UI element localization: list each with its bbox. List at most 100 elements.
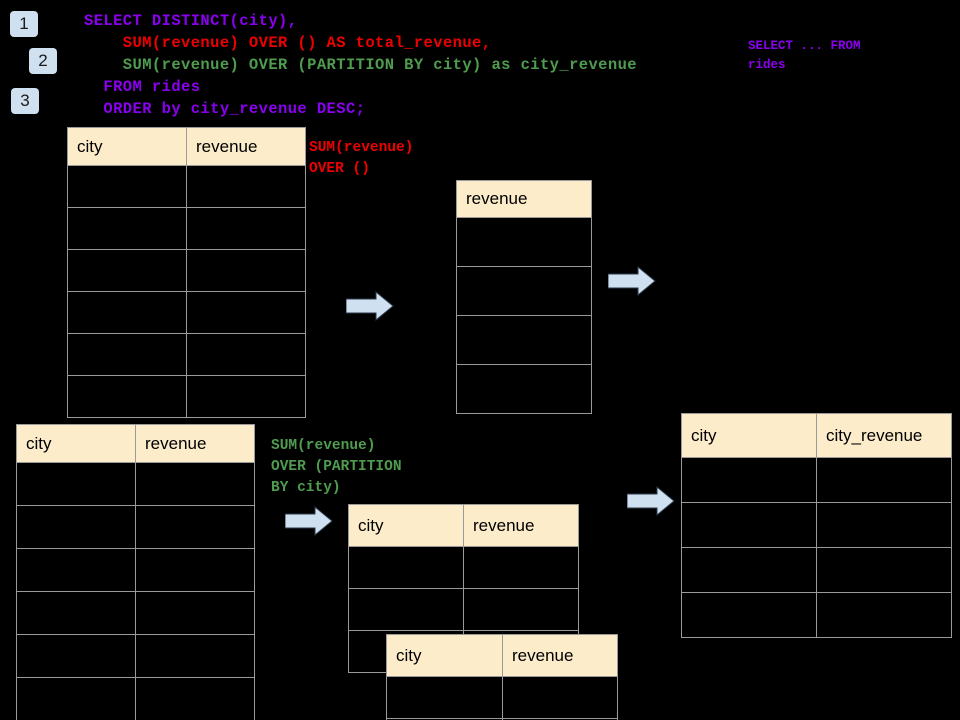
table-cell [816,457,952,503]
sql-line-sum-over-empty: SUM(revenue) OVER () AS total_revenue, [84,34,492,52]
table-header-row: city revenue [16,424,255,463]
table-row [681,547,952,593]
table-cell [816,547,952,593]
annotation-sum-over-partition: SUM(revenue) OVER (PARTITION BY city) [271,438,402,496]
table-body [456,217,592,414]
table-cell [456,364,592,414]
step-badge-1: 1 [10,11,38,37]
table-row [681,502,952,548]
table-row [348,588,579,631]
table-row [67,375,306,418]
table-cell [186,249,306,292]
table-row [67,291,306,334]
table-row [67,333,306,376]
table-cell [16,677,136,720]
table-cell [456,217,592,267]
table-body [386,676,618,720]
result-table: city city_revenue [681,413,952,638]
table-body [16,462,255,720]
table-row [386,676,618,719]
table-cell [348,546,464,589]
table-row [456,266,592,316]
table-cell [456,266,592,316]
table-row [681,457,952,503]
table-cell [67,333,187,376]
sql-line-sum-over-partition: SUM(revenue) OVER (PARTITION BY city) as… [84,56,637,74]
table-row [681,592,952,638]
table-cell [16,462,136,506]
table-cell [186,333,306,376]
sql-line-from: FROM rides [84,78,201,96]
table-cell [681,457,817,503]
step-badge-3: 3 [11,88,39,114]
table-row [67,207,306,250]
table-cell [135,677,255,720]
table-cell [816,502,952,548]
step-badge-2: 2 [29,48,57,74]
table-header-row: city revenue [386,634,618,677]
sql-line-select: SELECT DISTINCT(city), [84,12,298,30]
table-body [67,165,306,418]
table-body [681,457,952,638]
table-cell [463,588,579,631]
table-row [386,718,618,720]
table-cell [681,547,817,593]
column-header-city: city [681,413,817,458]
table-cell [186,165,306,208]
table-row [16,634,255,678]
table-cell [135,462,255,506]
column-header-city: city [348,504,464,547]
table-cell [16,591,136,635]
annotation-select-from-rides: SELECT ... FROM rides [748,39,861,72]
table-cell [386,676,503,719]
table-cell [16,634,136,678]
table-cell [186,375,306,418]
column-header-city-revenue: city_revenue [816,413,952,458]
arrow-rides-to-partition [285,506,333,536]
column-header-revenue: revenue [186,127,306,166]
table-header-row: city revenue [67,127,306,166]
arrow-rides-to-total-revenue [346,291,394,321]
column-header-revenue: revenue [502,634,618,677]
table-cell [348,588,464,631]
table-cell [135,505,255,549]
table-cell [186,291,306,334]
table-row [348,546,579,589]
table-cell [67,249,187,292]
column-header-city: city [16,424,136,463]
table-cell [135,634,255,678]
table-cell [16,548,136,592]
table-cell [67,291,187,334]
sql-line-order-by: ORDER by city_revenue DESC; [84,100,366,118]
table-cell [135,591,255,635]
table-cell [681,502,817,548]
table-cell [456,315,592,365]
table-row [67,165,306,208]
column-header-city: city [386,634,503,677]
table-cell [463,546,579,589]
table-cell [67,375,187,418]
table-cell [816,592,952,638]
partition-group-table-front: city revenue [386,634,618,720]
table-row [67,249,306,292]
table-header-row: city city_revenue [681,413,952,458]
table-row [16,548,255,592]
arrow-partition-to-result [627,486,675,516]
table-cell [681,592,817,638]
table-cell [67,207,187,250]
table-row [16,677,255,720]
total-revenue-table: revenue [456,180,592,414]
table-cell [67,165,187,208]
rides-source-table: city revenue [67,127,306,418]
annotation-sum-over-empty: SUM(revenue) OVER () [309,140,414,177]
rides-source-table-partition: city revenue [16,424,255,720]
column-header-revenue: revenue [456,180,592,218]
column-header-revenue: revenue [463,504,579,547]
table-cell [502,676,618,719]
table-header-row: revenue [456,180,592,218]
arrow-total-revenue-to-result [608,266,656,296]
column-header-city: city [67,127,187,166]
table-header-row: city revenue [348,504,579,547]
table-row [16,591,255,635]
